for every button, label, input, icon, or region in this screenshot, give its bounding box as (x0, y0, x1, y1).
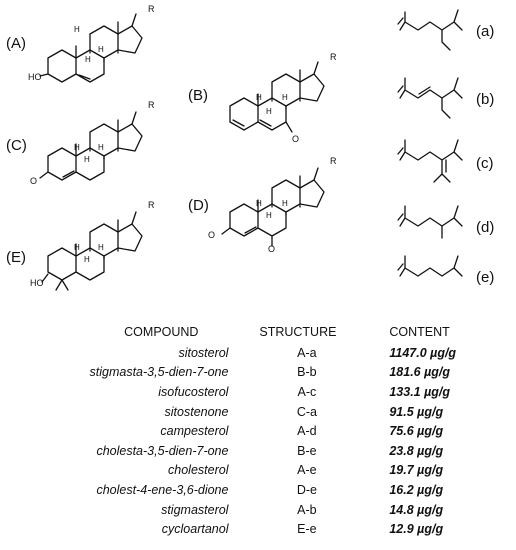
label-E: (E) (6, 249, 26, 266)
label-B: (B) (188, 87, 208, 104)
compound-name: stigmasta-3,5-dien-7-one (89, 365, 229, 380)
r-group-A: R (148, 4, 155, 14)
structure-code: A-c (297, 384, 317, 399)
oxygen-D1: O (208, 230, 215, 240)
h-atom-A2: H (98, 45, 104, 54)
h-atom-C1: H (74, 143, 80, 152)
compound-name: stigmasterol (161, 502, 229, 517)
r-group-B: R (330, 52, 337, 62)
structure-code: B-b (297, 365, 317, 380)
content-value: 91.5 µg/g (389, 404, 444, 419)
content-value: 14.8 µg/g (389, 502, 444, 517)
hydroxyl-E: HO (30, 278, 44, 288)
table-row: stigmasta-3,5-dien-7-one B-b 181.6 µg/g (60, 363, 516, 383)
h-atom-C2: H (98, 143, 104, 152)
oxygen-C: O (30, 176, 37, 186)
table-header-row: COMPOUND STRUCTURE CONTENT (60, 321, 516, 343)
side-chain-b: (b) (397, 77, 494, 119)
compound-name: sitostenone (164, 404, 229, 419)
column-header-compound: COMPOUND (124, 325, 199, 339)
table-row: isofucosterol A-c 133.1 µg/g (60, 382, 516, 402)
content-value: 16.2 µg/g (389, 482, 444, 497)
table-row: campesterol A-d 75.6 µg/g (60, 421, 516, 441)
oxygen-D2: O (268, 244, 275, 254)
content-value: 181.6 µg/g (389, 365, 451, 380)
structure-code: A-a (297, 345, 317, 360)
label-e: (e) (476, 269, 494, 286)
structure-code: A-e (297, 463, 317, 478)
structures-diagram: (A) HO R H H H (B) O R H H H (C) (6, 4, 494, 291)
content-value: 75.6 µg/g (389, 424, 444, 439)
label-c: (c) (476, 155, 494, 172)
h-atom-E1: H (74, 243, 80, 252)
label-d: (d) (476, 219, 494, 236)
h-atom-B2: H (282, 93, 288, 102)
structure-B: (B) O R H H H (188, 52, 337, 144)
h-atom-B3: H (266, 107, 272, 116)
compound-name: sitosterol (178, 345, 229, 360)
r-group-C: R (148, 100, 155, 110)
r-group-E: R (148, 200, 155, 210)
content-value: 133.1 µg/g (389, 384, 451, 399)
h-atom-E3: H (84, 255, 90, 264)
compound-name: cycloartanol (161, 522, 229, 537)
structure-code: C-a (296, 404, 317, 419)
table-row: sitosterol A-a 1147.0 µg/g (60, 343, 516, 363)
side-chain-e: (e) (397, 255, 494, 286)
content-value: 23.8 µg/g (389, 443, 444, 458)
h-atom-E2: H (98, 243, 104, 252)
structure-A: (A) HO R H H H (6, 4, 155, 83)
structure-code: D-e (296, 482, 317, 497)
structure-D: (D) O O R H H H (188, 156, 337, 254)
table-row: cholesterol A-e 19.7 µg/g (60, 461, 516, 481)
h-atom-A1: H (74, 25, 80, 34)
h-atom-B1: H (256, 93, 262, 102)
compound-table: COMPOUND STRUCTURE CONTENT sitosterol A-… (60, 321, 516, 539)
side-chain-d: (d) (397, 205, 494, 239)
structure-code: E-e (297, 522, 317, 537)
label-C: (C) (6, 137, 27, 154)
hydroxyl-A: HO (28, 72, 42, 82)
compound-name: campesterol (160, 424, 229, 439)
h-atom-D1: H (256, 199, 262, 208)
label-a: (a) (476, 23, 494, 40)
table-row: stigmasterol A-b 14.8 µg/g (60, 500, 516, 520)
side-chain-c: (c) (397, 139, 494, 183)
table-row: cycloartanol E-e 12.9 µg/g (60, 519, 516, 539)
structure-E: (E) HO R H H H (6, 200, 155, 291)
column-header-content: CONTENT (389, 325, 450, 339)
column-header-structure: STRUCTURE (259, 325, 337, 339)
table-row: cholesta-3,5-dien-7-one B-e 23.8 µg/g (60, 441, 516, 461)
content-value: 12.9 µg/g (389, 522, 444, 537)
content-value: 1147.0 µg/g (389, 345, 457, 360)
label-D: (D) (188, 197, 209, 214)
structure-code: A-d (297, 424, 317, 439)
h-atom-D2: H (282, 199, 288, 208)
structure-code: A-b (297, 502, 317, 517)
compound-name: cholesterol (168, 463, 229, 478)
compound-name: isofucosterol (158, 384, 229, 399)
label-A: (A) (6, 35, 26, 52)
side-chain-a: (a) (397, 9, 494, 51)
label-b: (b) (476, 91, 494, 108)
r-group-D: R (330, 156, 337, 166)
table-row: cholest-4-ene-3,6-dione D-e 16.2 µg/g (60, 480, 516, 500)
compound-name: cholest-4-ene-3,6-dione (96, 482, 229, 497)
compound-name: cholesta-3,5-dien-7-one (96, 443, 229, 458)
content-value: 19.7 µg/g (389, 463, 444, 478)
structure-C: (C) O R H H H (6, 100, 155, 186)
h-atom-A3: H (85, 55, 91, 64)
oxygen-B: O (292, 134, 299, 144)
table-row: sitostenone C-a 91.5 µg/g (60, 402, 516, 422)
structure-code: B-e (297, 443, 317, 458)
h-atom-D3: H (266, 211, 272, 220)
h-atom-C3: H (84, 155, 90, 164)
